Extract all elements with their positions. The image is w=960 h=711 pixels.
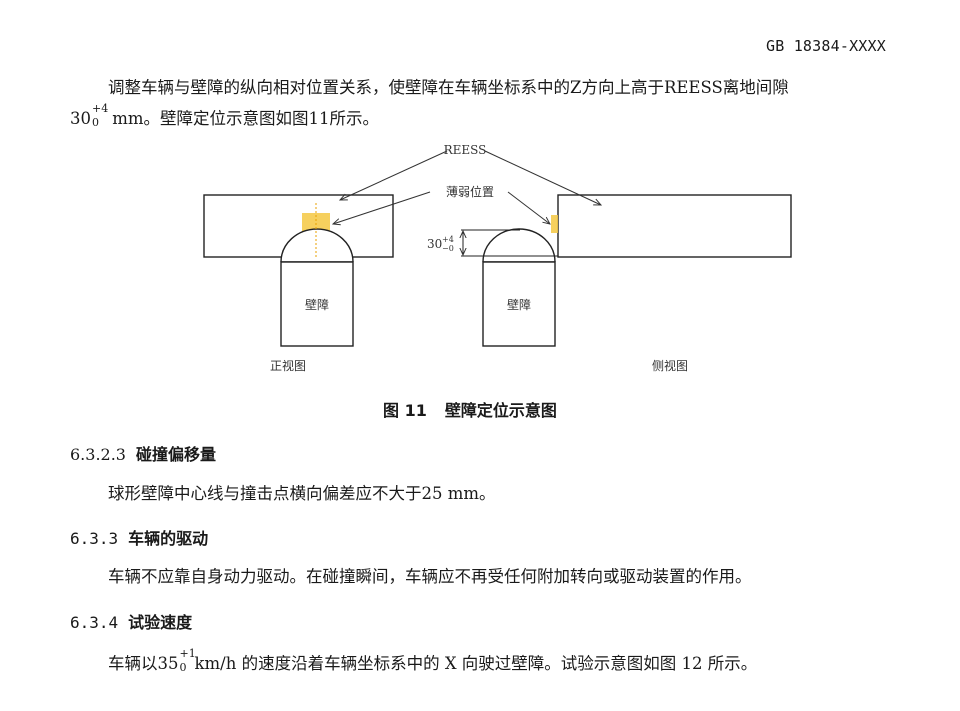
- clearance-dimension-value: 30: [427, 237, 442, 251]
- section-body-6-3-2-3: 球形壁障中心线与撞击点横向偏差应不大于25 mm。: [108, 484, 496, 503]
- side-weak-point: [551, 215, 558, 233]
- speed-text-pre: 车辆以35: [108, 654, 179, 673]
- figure-title: 壁障定位示意图: [444, 401, 557, 420]
- figure-caption: 图 11 壁障定位示意图: [383, 397, 557, 421]
- weak-point-label: 薄弱位置: [446, 184, 494, 199]
- section-title: 碰撞偏移量: [135, 445, 216, 464]
- intro-paragraph-line1: 调整车辆与壁障的纵向相对位置关系，使壁障在车辆坐标系中的Z方向上高于REESS离…: [108, 78, 789, 97]
- section-number: 6.3.4: [70, 613, 119, 632]
- front-obstacle-label: 壁障: [305, 297, 329, 312]
- reess-label: REESS: [444, 143, 487, 157]
- front-view: 壁障 正视图: [203, 194, 394, 373]
- section-body-6-3-3: 车辆不应靠自身动力驱动。在碰撞瞬间，车辆应不再受任何附加转向或驱动装置的作用。: [108, 567, 752, 586]
- tolerance-upper: +4: [92, 102, 109, 115]
- section-number: 6.3.2.3: [70, 445, 126, 464]
- side-obstacle-body: [482, 261, 556, 347]
- tolerance-lower: 0: [92, 116, 99, 129]
- side-view: 30 +4 −0 壁障 侧视图: [427, 194, 792, 373]
- clearance-dimension-lower: −0: [442, 244, 454, 253]
- side-obstacle-label: 壁障: [507, 297, 531, 312]
- speed-text-post: km/h 的速度沿着车辆坐标系中的 X 向驶过壁障。试验示意图如图 12 所示。: [194, 654, 758, 673]
- front-obstacle-body: [280, 261, 354, 347]
- side-obstacle-dome: [482, 228, 556, 263]
- section-heading-6-3-4: 6.3.4 试验速度: [70, 609, 192, 633]
- section-number: 6.3.3: [70, 529, 119, 548]
- speed-tolerance-upper: +1: [179, 647, 196, 660]
- clearance-dimension-upper: +4: [442, 235, 454, 244]
- front-view-label: 正视图: [270, 358, 306, 373]
- side-view-label: 侧视图: [652, 358, 688, 373]
- reess-arrow-side: [484, 150, 601, 205]
- reess-arrow-front: [340, 150, 448, 200]
- weak-arrow-side: [507, 191, 550, 224]
- section-heading-6-3-2-3: 6.3.2.3 碰撞偏移量: [70, 441, 216, 465]
- intro-line2-text: mm。壁障定位示意图如图11所示。: [107, 109, 380, 128]
- front-obstacle-dome: [280, 228, 354, 263]
- figure-number: 图 11: [383, 401, 427, 420]
- clearance-value: 30: [70, 109, 91, 128]
- section-title: 试验速度: [128, 613, 193, 632]
- weak-arrow-front: [333, 191, 431, 224]
- section-title: 车辆的驱动: [128, 529, 209, 548]
- document-code: GB 18384-XXXX: [766, 37, 886, 55]
- section-heading-6-3-3: 6.3.3 车辆的驱动: [70, 525, 208, 549]
- front-weak-point: [302, 213, 330, 232]
- speed-tolerance-lower: 0: [179, 661, 187, 674]
- side-vehicle-body: [557, 194, 792, 258]
